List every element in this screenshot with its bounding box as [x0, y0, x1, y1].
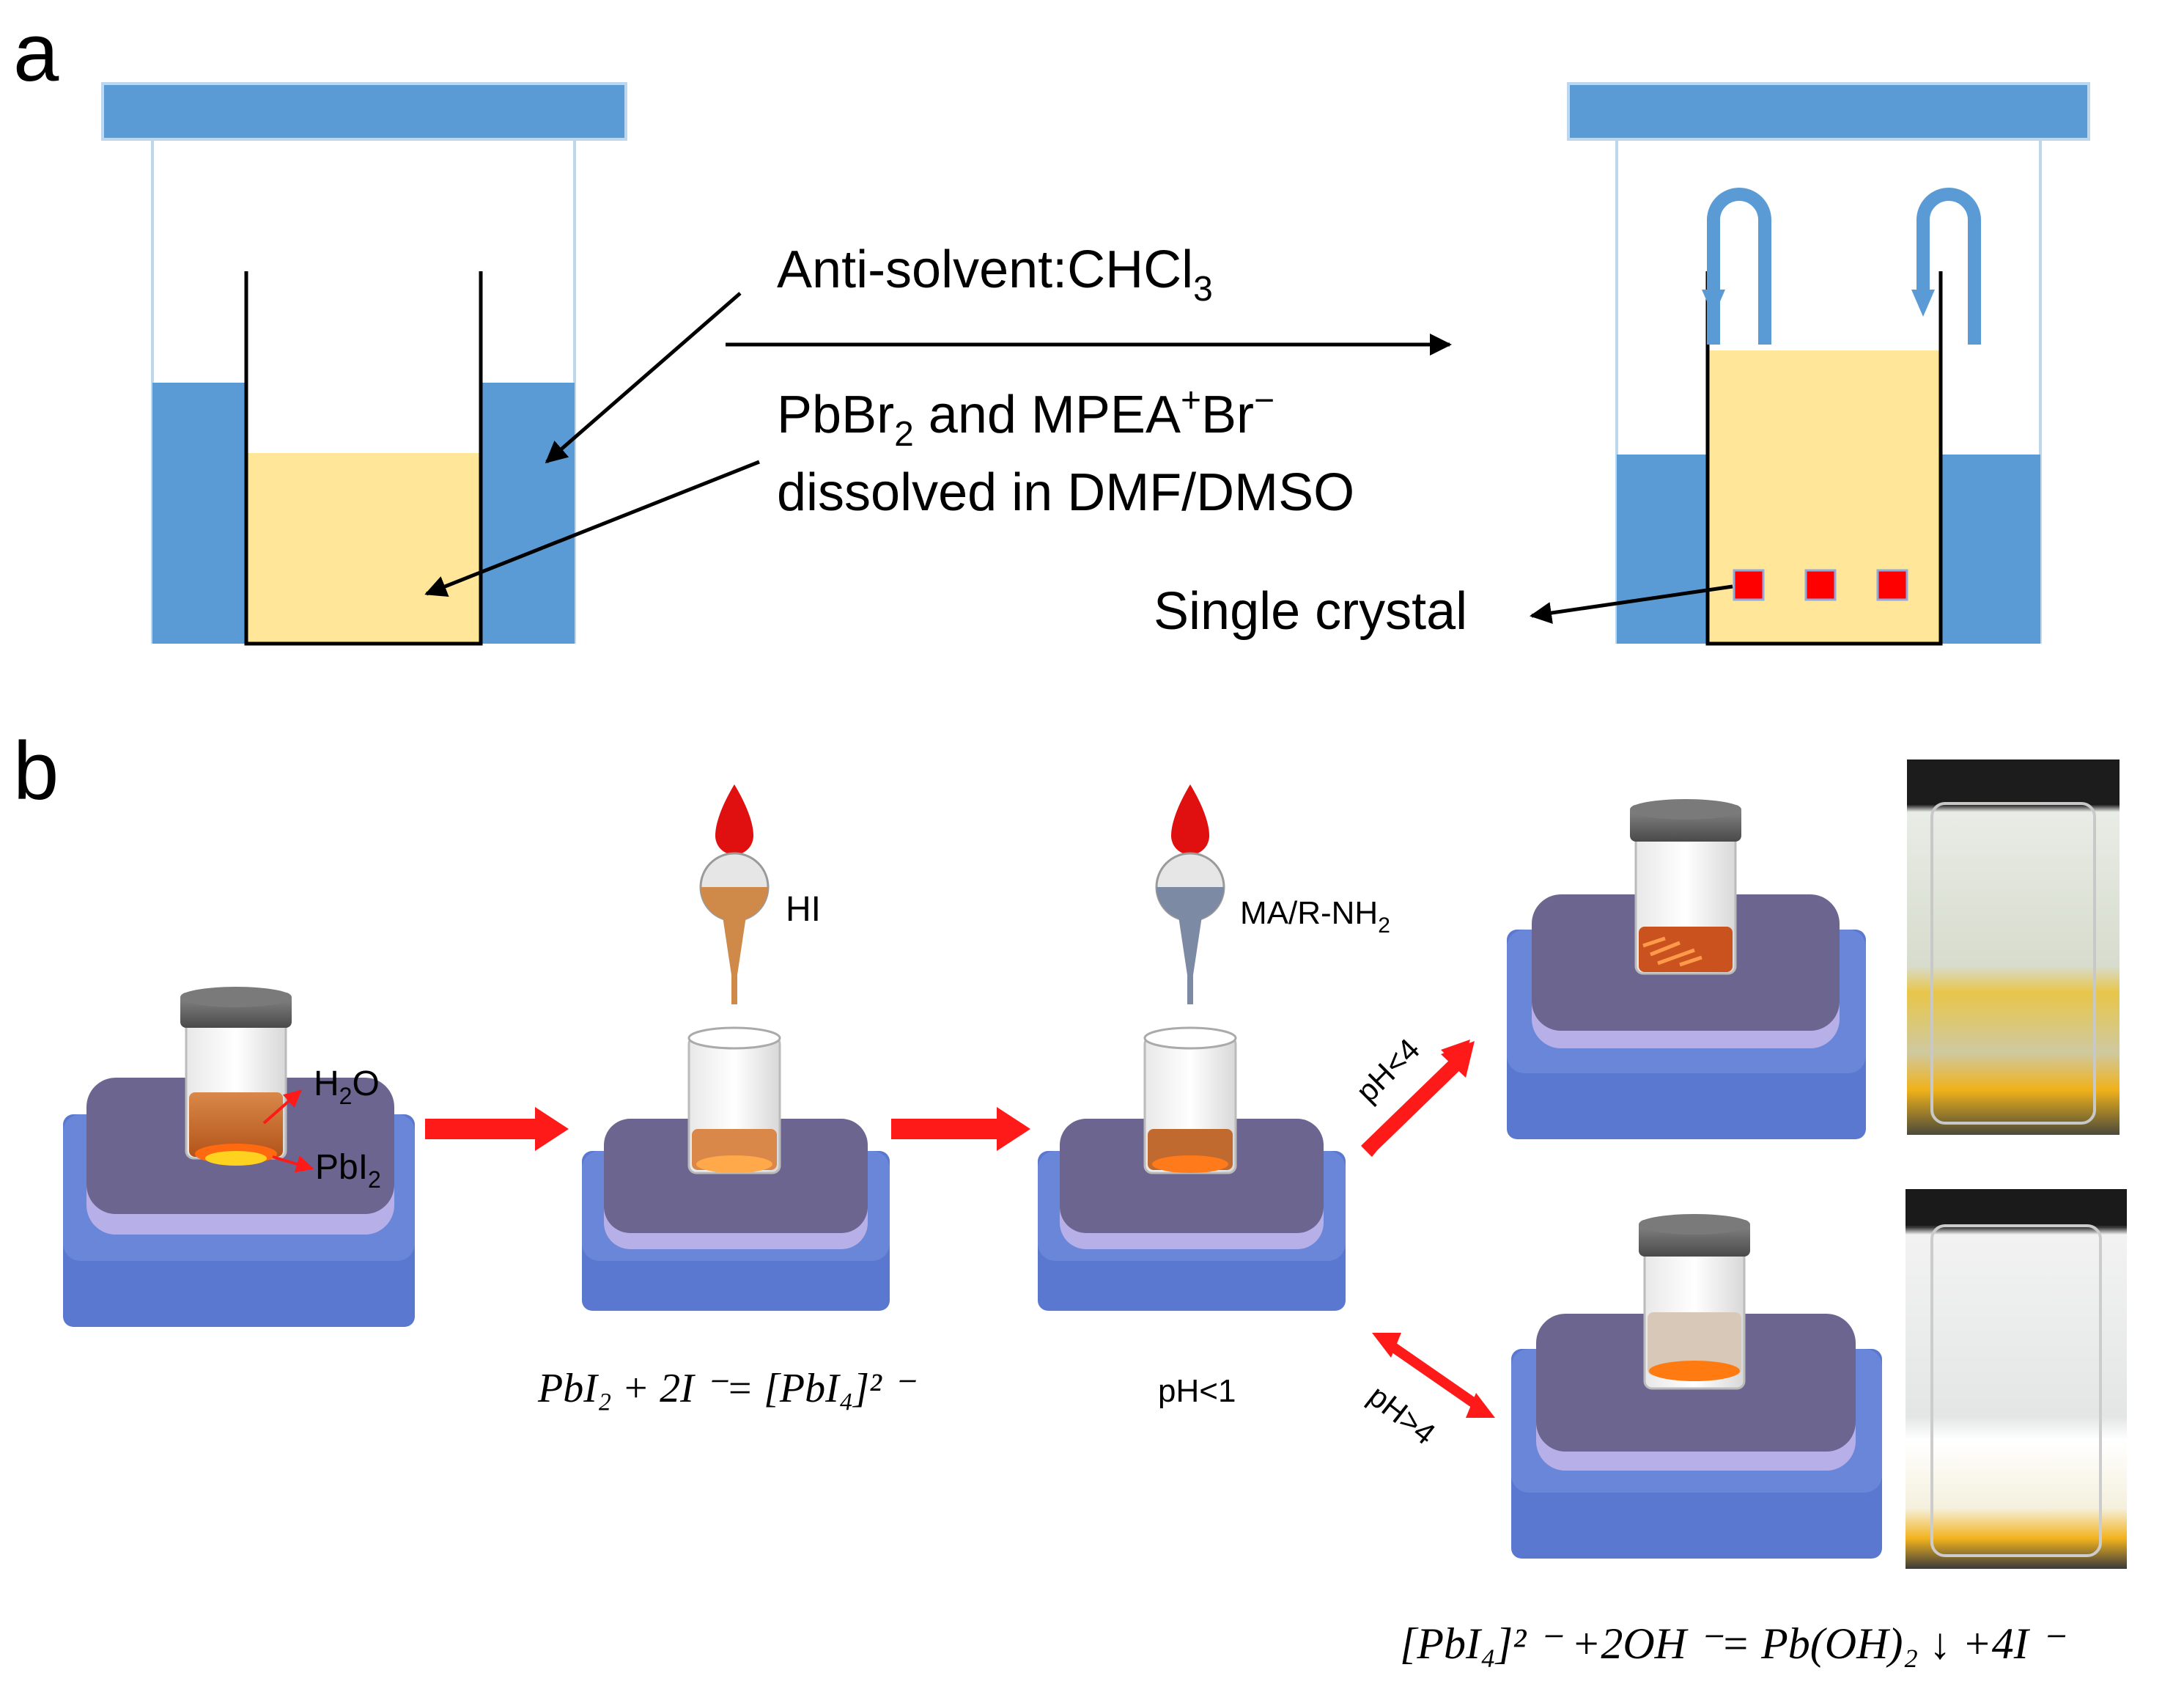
stirrer-ph-gt4: [1511, 1214, 1882, 1559]
left-inner-vial-outline: [244, 271, 483, 646]
ph-lt1-label: pH<1: [1158, 1373, 1236, 1409]
right-inner-vial-outline: [1705, 271, 1943, 646]
panel-b-letter: b: [13, 725, 59, 817]
solution-label-line1: PbBr2 and MPEA+Br−: [777, 381, 1274, 454]
anti-solvent-pointer: [545, 292, 742, 463]
left-inner-vial-empty: [246, 271, 481, 453]
step-arrow-2: [891, 1107, 1030, 1151]
vapor-arrow-right: [1916, 188, 1981, 345]
stirrer-ph-lt4: [1507, 799, 1866, 1139]
ph-gt4-label: pH>4: [1362, 1378, 1442, 1452]
pbi2-label: PbI2: [315, 1148, 381, 1193]
anti-solvent-label: Anti-solvent:CHCl3: [777, 240, 1213, 309]
panel-a-letter: a: [13, 7, 59, 98]
crystal-3: [1876, 569, 1908, 601]
solution-pointer: [424, 460, 760, 597]
stirrer-step-3: [1038, 784, 1346, 1311]
right-lid: [1567, 82, 2090, 141]
photo-vial-ph-lt4: [1907, 759, 2120, 1135]
left-outer-container: [101, 82, 627, 646]
ph-lt4-arrow: [1361, 1040, 1475, 1157]
stirrer-step-1: [63, 987, 415, 1327]
crystal-2: [1804, 569, 1837, 601]
single-crystal-label: Single crystal: [1154, 582, 1467, 641]
solution-label-line2: dissolved in DMF/DMSO: [777, 463, 1354, 522]
equation-1: PbI₂ + 2I ⁻= [PbI₄]² ⁻: [537, 1366, 917, 1411]
crystal-pointer: [1530, 584, 1733, 624]
left-inner-solution: [246, 453, 481, 644]
vapor-arrow-left: [1707, 188, 1771, 345]
left-lid: [101, 82, 627, 141]
photo-vial-ph-gt4: [1906, 1189, 2127, 1569]
hi-label: HI: [786, 890, 821, 929]
ph-gt4-arrow: [1372, 1333, 1495, 1418]
stirrer-step-2: [582, 784, 890, 1311]
equation-2: [PbI₄]² ⁻ +2OH ⁻= Pb(OH)₂ ↓ +4I ⁻: [1400, 1619, 2066, 1668]
crystal-1: [1733, 569, 1765, 601]
h2o-label: H2O: [314, 1064, 380, 1109]
ma-label: MA/R-NH2: [1240, 895, 1390, 938]
right-outer-container: [1567, 82, 2090, 646]
step-arrow-1: [425, 1107, 569, 1151]
